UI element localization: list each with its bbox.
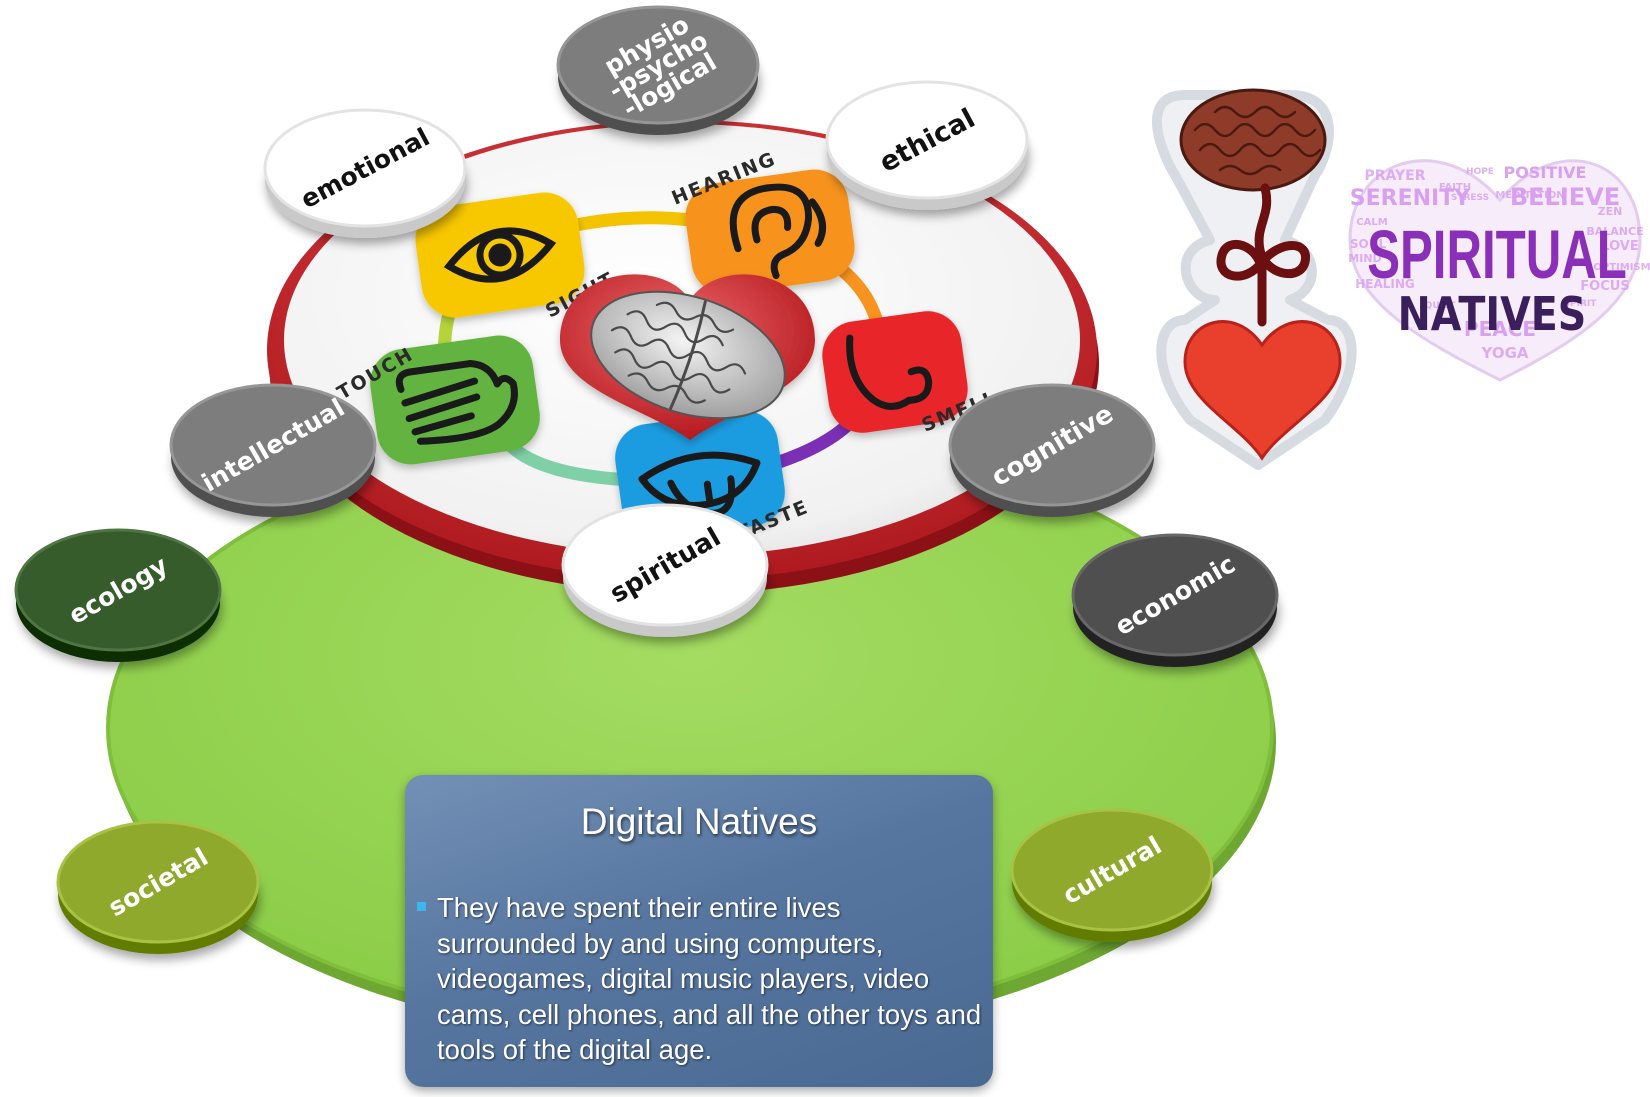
cloud-word: LOVE xyxy=(1601,239,1638,254)
cloud-word: OPTIMISM xyxy=(1593,262,1650,273)
heart-icon xyxy=(1183,320,1342,461)
wordcloud-title: SPIRITUAL xyxy=(1367,216,1627,293)
cloud-word: PEACE xyxy=(1464,317,1536,341)
spiritual-emblem xyxy=(1151,88,1357,470)
sense-touch xyxy=(370,335,540,465)
node-cultural: cultural xyxy=(1010,808,1214,942)
cloud-word: ZEN xyxy=(1598,205,1623,218)
digital-natives-title: Digital Natives xyxy=(580,801,818,842)
cloud-word: SOUL xyxy=(1350,237,1387,251)
wordcloud-subtitle: NATIVES xyxy=(1398,288,1587,342)
node-economic: economic xyxy=(1071,533,1279,667)
cloud-word: FAITH xyxy=(1439,182,1471,193)
cloud-word: FOCUS xyxy=(1580,279,1629,294)
tongue-icon xyxy=(638,451,761,517)
sense-sight xyxy=(415,192,585,318)
cloud-word: HOPE xyxy=(1466,167,1494,177)
node-ethical: ethical xyxy=(825,80,1029,210)
node-societal: societal xyxy=(56,820,260,954)
cloud-word: QUIET xyxy=(1425,301,1456,311)
cloud-word: YOGA xyxy=(1481,344,1529,362)
brain-icon xyxy=(1179,88,1327,192)
eye-icon xyxy=(443,227,557,283)
bullet-marker xyxy=(417,902,426,911)
cloud-word: POSITIVE xyxy=(1504,163,1587,182)
sense-hearing xyxy=(685,169,855,295)
node-physio-psycho-logical: physio-psycho-logical xyxy=(556,5,760,135)
cloud-word: HEALING xyxy=(1355,277,1415,291)
nose-icon xyxy=(846,334,933,410)
node-emotional: emotional xyxy=(263,108,467,238)
node-ecology: ecology xyxy=(14,528,222,662)
digital-natives-box: Digital Natives They have spent their en… xyxy=(405,775,993,1087)
cord-icon xyxy=(1216,183,1310,327)
brain-heart-icon xyxy=(560,274,815,440)
cloud-word: SERENITY xyxy=(1350,186,1471,211)
cloud-word: PRAYER xyxy=(1364,168,1425,184)
node-discs: ecology economic societal cultural physio-ps… xyxy=(14,5,1279,954)
node-spiritual: spiritual xyxy=(561,503,769,637)
cloud-word: BALANCE xyxy=(1586,225,1643,238)
cloud-word: MIND xyxy=(1348,252,1381,265)
cloud-word: SPIRIT xyxy=(1564,299,1598,309)
sense-smell xyxy=(822,311,968,433)
cloud-word: BELIEVE xyxy=(1510,183,1620,211)
node-intellectual: intellectual xyxy=(169,383,377,517)
ear-icon xyxy=(729,183,827,280)
node-cognitive: cognitive xyxy=(948,383,1156,517)
cloud-word: STRESS xyxy=(1451,193,1489,203)
hand-icon xyxy=(395,360,518,445)
digital-natives-text: They have spent their entire lives surro… xyxy=(437,892,982,1065)
cloud-word: MEDITATION xyxy=(1495,190,1564,201)
cloud-word: CALM xyxy=(1356,217,1387,228)
